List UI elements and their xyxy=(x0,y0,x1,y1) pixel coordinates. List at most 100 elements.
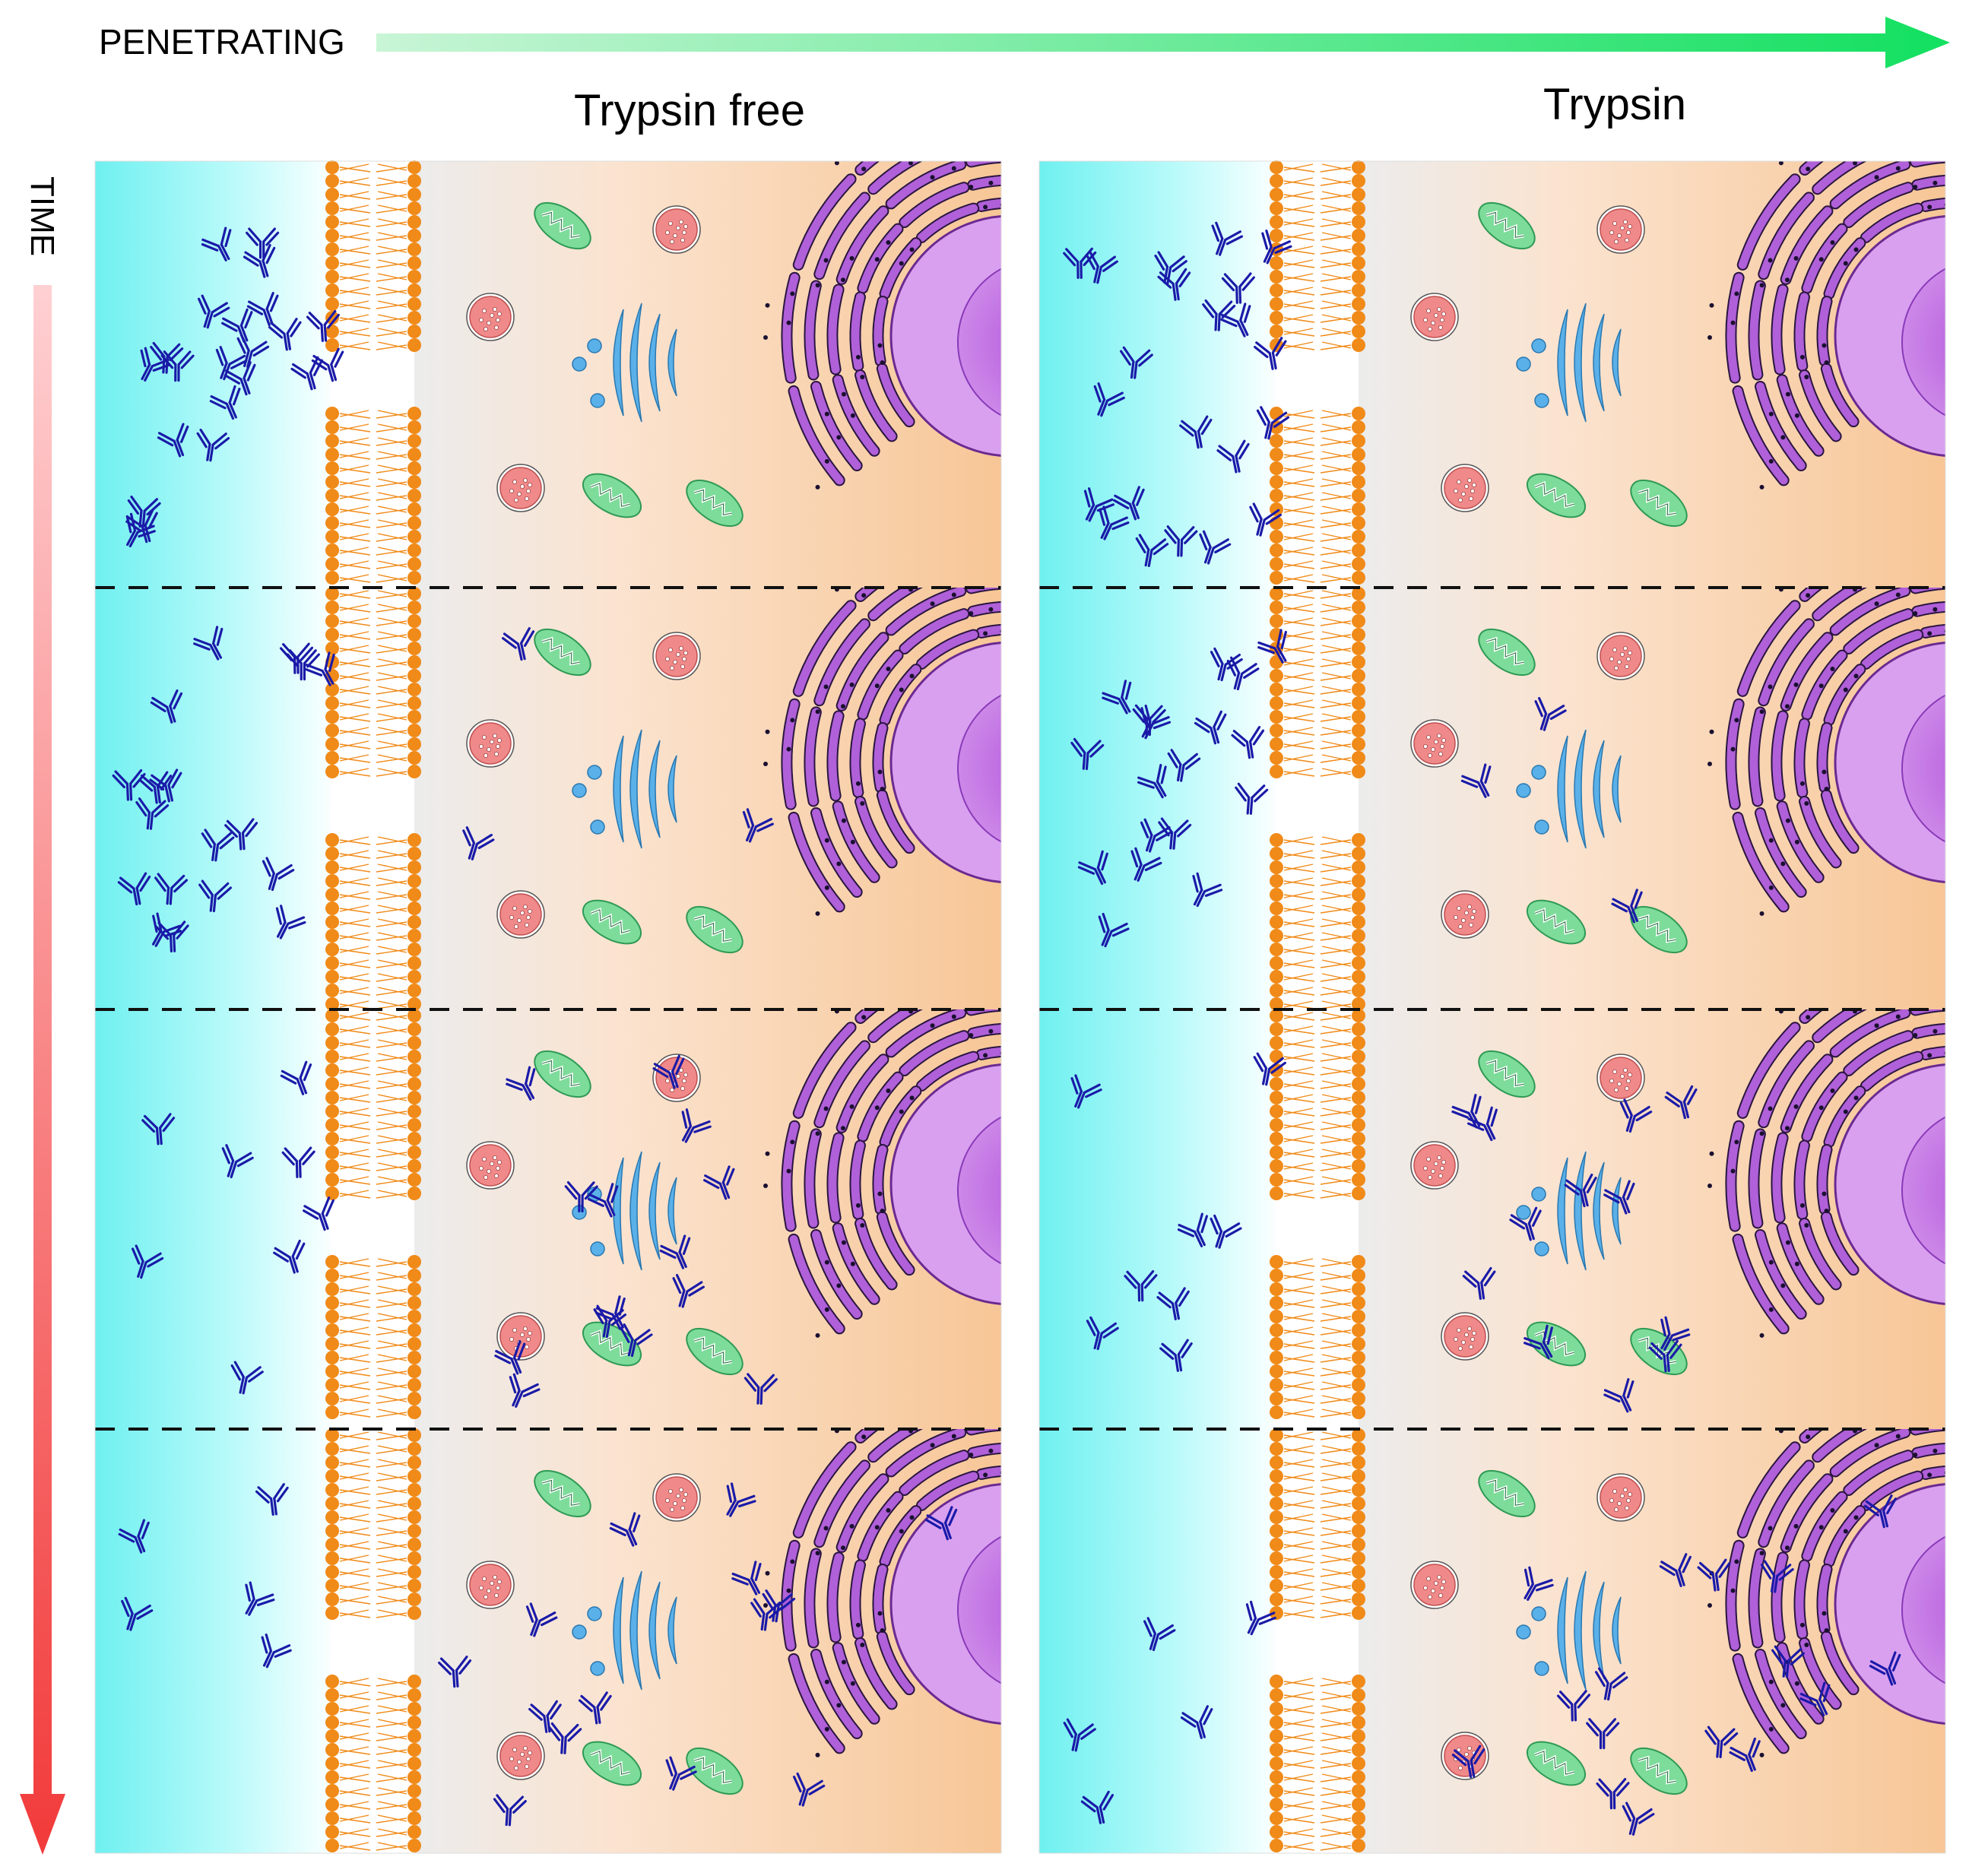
antibody-icon xyxy=(1177,1212,1208,1247)
antibody-icon xyxy=(1524,1324,1553,1360)
vesicle-icon xyxy=(466,1561,515,1609)
time-step-panel xyxy=(95,586,1001,1011)
antibody-icon xyxy=(750,1598,784,1631)
time-step-panel xyxy=(1039,160,1945,588)
antibody-icon xyxy=(236,334,270,369)
vesicle-icon xyxy=(1596,1473,1645,1522)
antibody-icon xyxy=(1210,647,1243,682)
antibody-icon xyxy=(246,292,279,327)
antibody-icon xyxy=(1194,710,1227,745)
antibody-icon xyxy=(221,1144,254,1179)
endoplasmic-reticulum-icon xyxy=(1707,588,1945,916)
penetrating-arrow xyxy=(376,17,1950,68)
antibody-icon xyxy=(681,1108,712,1143)
antibody-icon xyxy=(243,243,276,278)
nucleus-er-group xyxy=(763,1429,1001,1757)
vesicle-icon xyxy=(1441,1312,1489,1361)
antibody-icon xyxy=(1534,696,1567,731)
antibody-icon xyxy=(506,1066,536,1101)
antibody-icon xyxy=(1192,872,1223,908)
antibody-icon xyxy=(1158,817,1192,850)
nucleus-icon xyxy=(1834,642,1945,883)
extracellular-medium xyxy=(1039,1429,1283,1853)
antibody-icon xyxy=(215,346,248,381)
antibody-icon xyxy=(1257,629,1287,664)
antibody-icon xyxy=(1261,230,1292,265)
antibody-icon xyxy=(1509,1206,1542,1241)
antibody-icon xyxy=(1697,1558,1731,1592)
antibody-icon xyxy=(595,1295,626,1330)
endoplasmic-reticulum-icon xyxy=(763,588,1001,916)
time-step-panel xyxy=(1039,586,1945,1011)
panel-column-trypsin-free xyxy=(94,160,1002,1854)
antibody-icon xyxy=(1729,1737,1761,1773)
nucleus-er-group xyxy=(763,161,1001,490)
antibody-icon xyxy=(224,361,256,396)
antibody-icon xyxy=(1462,1266,1496,1301)
antibody-icon xyxy=(290,356,323,391)
antibody-icon xyxy=(702,1165,735,1200)
antibody-icon xyxy=(1451,1094,1482,1129)
endoplasmic-reticulum-icon xyxy=(763,161,1001,490)
nucleus-er-group xyxy=(1707,588,1945,916)
antibody-icon xyxy=(1179,415,1213,449)
golgi-icon xyxy=(572,1570,677,1691)
antibody-icon xyxy=(1659,1553,1692,1587)
vesicle-icon xyxy=(466,1141,515,1190)
antibody-icon xyxy=(224,818,258,851)
vesicle-icon xyxy=(466,719,515,768)
nucleus-icon xyxy=(889,642,1001,883)
extracellular-medium xyxy=(1039,1009,1283,1429)
antibody-icon xyxy=(198,294,230,329)
vesicle-icon xyxy=(652,205,701,254)
antibody-icon xyxy=(193,626,224,661)
antibody-icon xyxy=(1063,1718,1096,1752)
vesicle-icon xyxy=(1441,464,1489,512)
antibody-icon xyxy=(1180,1705,1213,1739)
nucleus-er-group xyxy=(1707,1009,1945,1338)
vesicle-icon xyxy=(652,632,701,680)
endoplasmic-reticulum-icon xyxy=(1707,161,1945,490)
antibody-icon xyxy=(1863,1494,1897,1529)
vesicle-icon xyxy=(466,293,515,341)
antibody-icon xyxy=(726,1482,756,1517)
antibody-icon xyxy=(273,1239,306,1274)
nucleus-icon xyxy=(889,215,1001,457)
antibody-icon xyxy=(762,1589,796,1623)
antibody-icon xyxy=(925,1506,958,1541)
antibody-icon xyxy=(1231,726,1265,759)
antibody-icon xyxy=(1524,1566,1554,1601)
membrane-icon xyxy=(325,1428,421,1852)
extracellular-medium xyxy=(1039,588,1283,1009)
antibody-icon xyxy=(112,768,146,801)
antibody-icon xyxy=(652,1054,685,1089)
antibody-icon xyxy=(731,1561,762,1596)
antibody-icon xyxy=(286,649,320,681)
mitochondrion-icon xyxy=(582,899,642,945)
antibody-icon xyxy=(1226,656,1260,691)
endoplasmic-reticulum-icon xyxy=(763,1429,1001,1757)
nucleus-icon xyxy=(889,1483,1001,1725)
extracellular-medium xyxy=(95,161,338,588)
antibody-icon xyxy=(135,797,170,830)
antibody-icon xyxy=(1245,1600,1276,1636)
antibody-icon xyxy=(1869,1651,1901,1686)
antibody-icon xyxy=(1761,1560,1794,1593)
antibody-icon xyxy=(1460,763,1492,798)
antibody-icon xyxy=(127,495,161,528)
antibody-icon xyxy=(672,1273,705,1308)
antibody-icon xyxy=(742,808,774,843)
antibody-icon xyxy=(1451,1744,1485,1779)
membrane-icon xyxy=(1270,1009,1365,1419)
mitochondrion-icon xyxy=(686,479,744,528)
antibody-icon xyxy=(1220,303,1251,337)
antibody-icon xyxy=(1070,1074,1102,1109)
nucleus-er-group xyxy=(1707,161,1945,490)
antibody-icon xyxy=(1077,850,1108,886)
time-step-panel xyxy=(95,160,1001,588)
antibody-icon xyxy=(201,227,232,261)
mitochondrion-icon xyxy=(1527,1741,1586,1786)
antibody-icon xyxy=(1086,1316,1119,1351)
golgi-icon xyxy=(572,303,677,423)
